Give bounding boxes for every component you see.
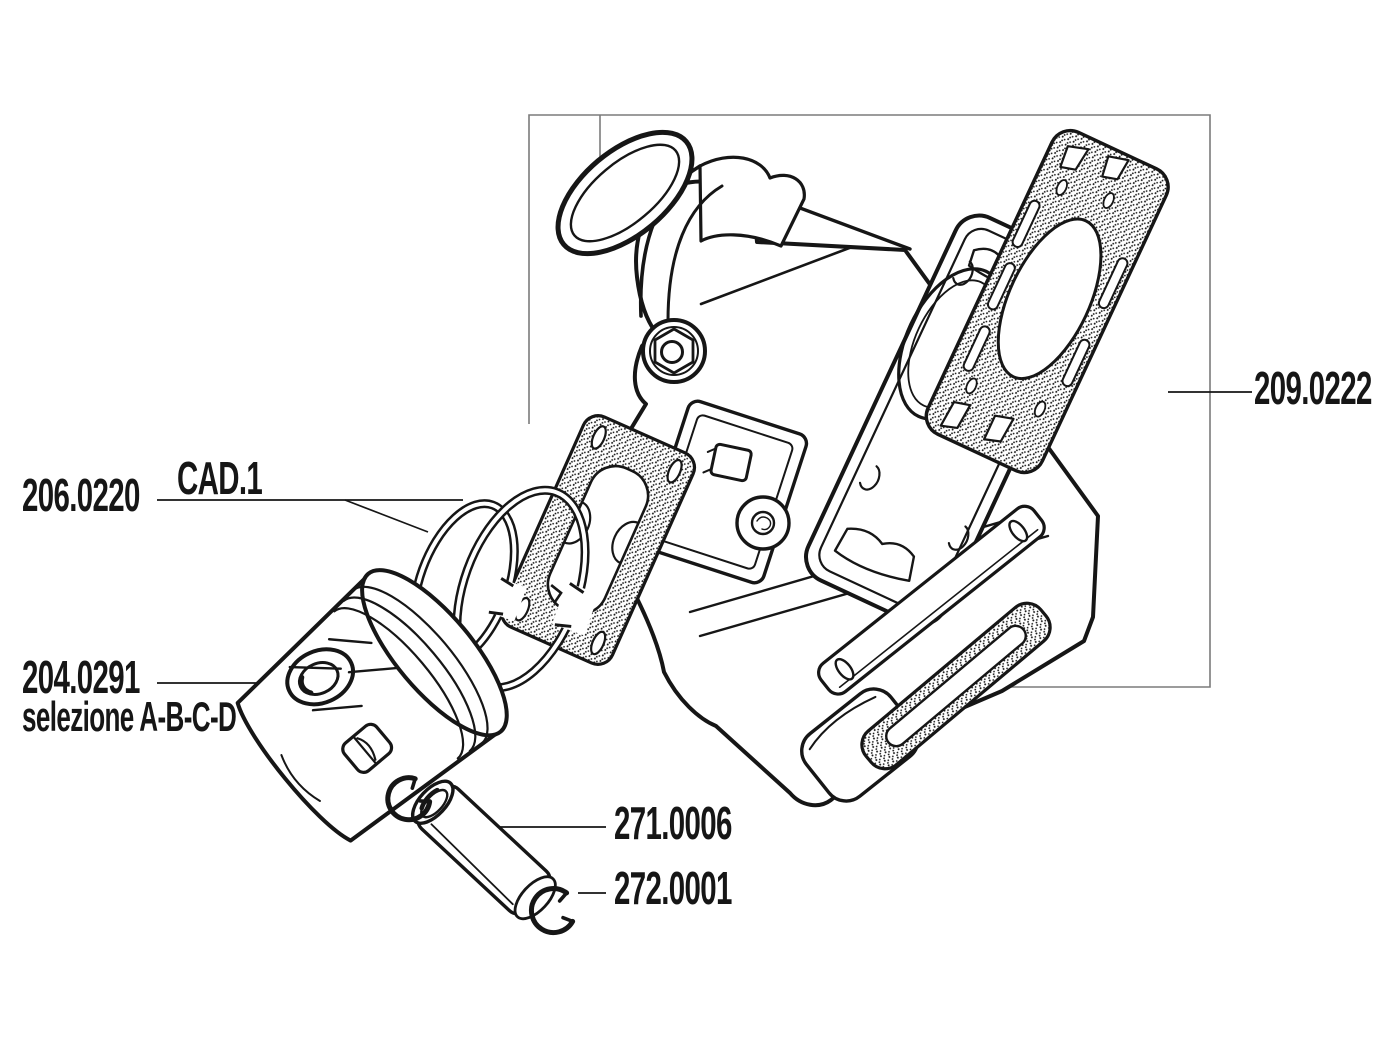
frame-border	[528, 114, 1211, 688]
callout-piston-note: selezione A-B-C-D	[22, 693, 237, 740]
exhaust-o-ring	[555, 129, 695, 257]
callout-piston: 204.0291	[22, 651, 140, 703]
leader-ring-branch	[344, 499, 429, 533]
callout-ring-set: 206.0220	[22, 469, 140, 521]
piston-webbing	[288, 638, 399, 712]
wrist-pin-circlip-upper	[385, 775, 433, 823]
figure-frame	[528, 114, 1211, 688]
exhaust-boss	[698, 155, 806, 248]
stud-mark	[952, 260, 974, 286]
skirt-line	[280, 754, 321, 802]
piston-crown	[360, 568, 509, 738]
piston	[235, 568, 509, 843]
square-boss	[702, 442, 753, 483]
ring-groove	[352, 585, 489, 745]
stud-mark	[858, 465, 881, 491]
callout-cad: CAD.1	[177, 452, 263, 504]
wrist-pin-circlip-lower	[528, 886, 576, 936]
callout-wrist-pin: 271.0006	[614, 797, 732, 849]
cylinder-barrel-edge	[699, 245, 854, 306]
leader-lines	[157, 391, 1252, 894]
threaded-hole	[735, 495, 791, 551]
bracket-strap-inner	[666, 184, 724, 323]
manifold-gasket	[860, 601, 1052, 771]
cylinder-head-gasket	[924, 128, 1170, 475]
stud-mark	[947, 525, 970, 551]
ring-groove	[333, 607, 465, 760]
bracket-bolt	[641, 318, 707, 384]
ring-groove	[342, 596, 477, 753]
wrist-pin	[410, 779, 557, 921]
callout-circlip: 272.0001	[614, 862, 732, 914]
base-flange	[817, 504, 1046, 696]
pin-boss	[285, 647, 355, 707]
piston-body	[235, 572, 502, 843]
callout-head-gasket: 209.0222	[1254, 362, 1372, 414]
skirt-window	[341, 722, 394, 774]
